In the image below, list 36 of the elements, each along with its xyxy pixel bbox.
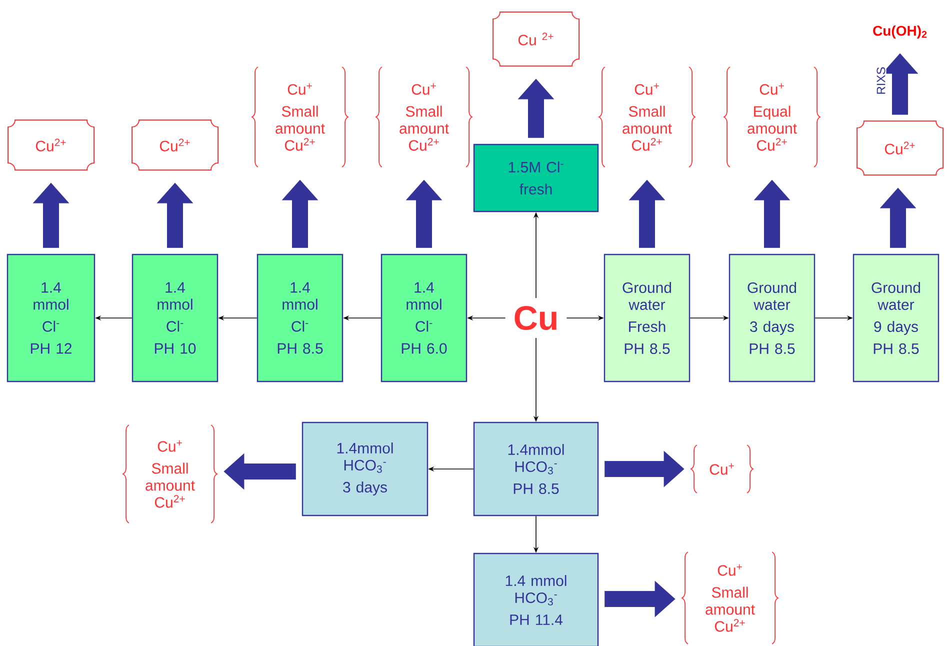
result-bracket: Cu$^{+}$ Small amount Cu$^{2+}$	[122, 424, 218, 524]
condition-box: 1.5M Cl$^{-}$ fresh	[473, 144, 599, 212]
block-arrow	[282, 180, 318, 248]
block-arrow	[604, 450, 684, 488]
result-bracket: Cu$^{+}$	[690, 444, 754, 494]
condition-box: 1.4 mmol Cl$^{-}$ PH 8.5	[256, 254, 344, 382]
result-bracket: Cu$^{+}$ Small amount Cu$^{2+}$	[252, 66, 348, 168]
condition-box: 1.4 mmol Cl$^{-}$ PH 10	[132, 254, 218, 382]
result-label: Cu(OH)$_{2}$	[873, 25, 927, 39]
result-bracket: Cu$^{+}$ Equal amount Cu$^{2+}$	[724, 66, 820, 168]
element-label: Cu	[514, 306, 556, 330]
condition-box: Ground water 9 days PH 8.5	[852, 254, 940, 382]
block-arrow	[754, 180, 790, 248]
block-arrow	[880, 188, 916, 248]
block-arrow	[156, 182, 194, 248]
condition-box: Ground water 3 days PH 8.5	[728, 254, 816, 382]
result-bracket: Cu$^{+}$ Small amount Cu$^{2+}$	[598, 66, 696, 168]
condition-box: 1.4mmol HCO$_{3}$- 3 days	[302, 422, 428, 516]
block-arrow	[224, 453, 296, 490]
result-bracket: Cu$^{+}$ Small amount Cu$^{2+}$	[682, 552, 778, 644]
block-arrow	[604, 580, 676, 618]
result-box: Cu$^{2+}$	[132, 120, 218, 170]
result-box: Cu$^{2+}$	[856, 120, 944, 176]
condition-box: 1.4 mmol Cl$^{-}$ PH 12	[6, 254, 96, 382]
condition-box: 1.4 mmol Cl$^{-}$ PH 6.0	[380, 254, 468, 382]
block-arrow	[628, 180, 666, 248]
result-box: Cu $^{2+}$	[492, 12, 580, 66]
block-arrow	[32, 182, 70, 248]
condition-box: 1.4mmol HCO$_{3}$- PH 8.5	[473, 422, 599, 516]
block-arrow	[518, 78, 554, 138]
result-bracket: Cu$^{+}$ Small amount Cu$^{2+}$	[376, 66, 472, 168]
condition-box: Ground water Fresh PH 8.5	[604, 254, 690, 382]
block-arrow	[406, 180, 442, 248]
edge-label: RIXS	[876, 66, 886, 96]
result-box: Cu$^{2+}$	[8, 120, 94, 170]
condition-box: 1.4 mmol HCO$_{3}$- PH 11.4	[473, 552, 599, 646]
